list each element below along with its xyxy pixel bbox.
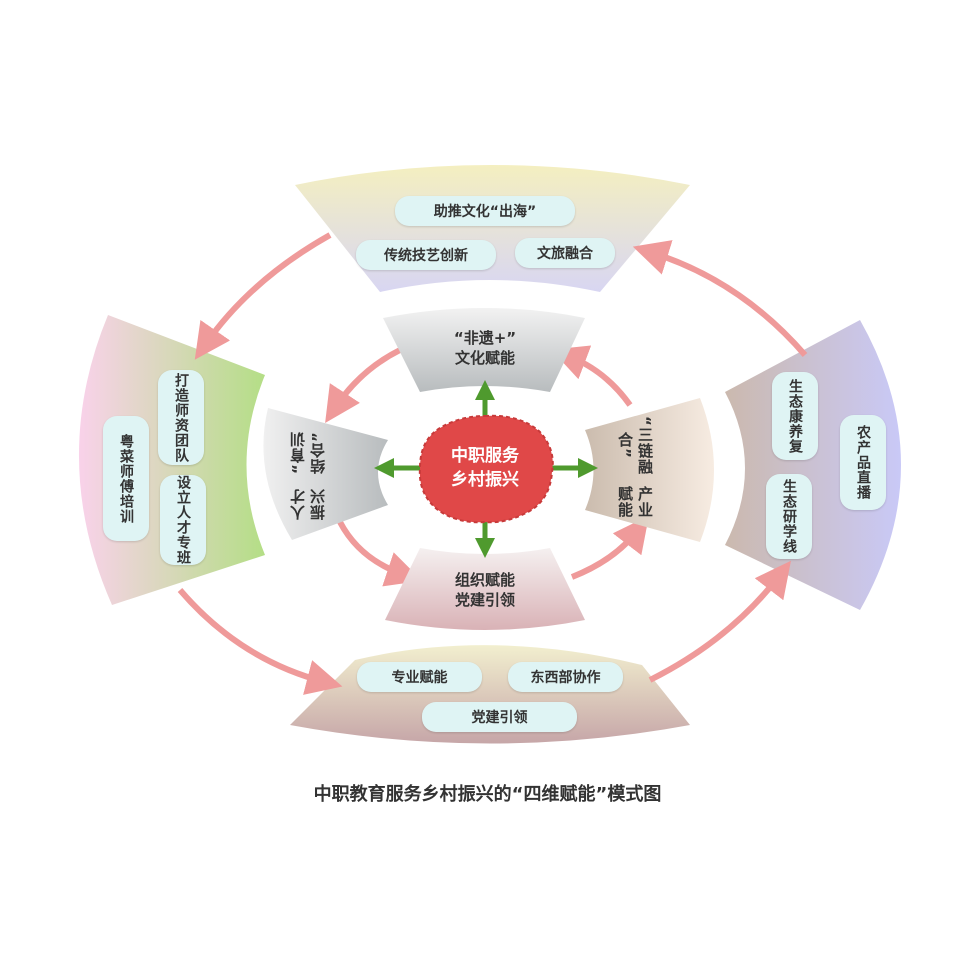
center-blob [418, 414, 554, 524]
diagram-title: 中职教育服务乡村振兴的“四维赋能”模式图 [313, 784, 662, 805]
cycle-arrow [177, 588, 343, 695]
outer-top-band [295, 165, 690, 292]
outer-top-item: 传统技艺创新 [356, 240, 496, 270]
inner-top-label: “非遗+” 文化赋能 [420, 328, 550, 368]
outer-bottom-item: 专业赋能 [357, 662, 482, 692]
inner-left-sector [263, 408, 388, 540]
cycle-arrow [648, 560, 791, 683]
inner-cycle-arrow [325, 347, 402, 424]
label-line: “育训结合” [289, 431, 327, 475]
inner-left-label: 人才振兴 “育训结合” [288, 425, 328, 525]
inner-cycle-arrow [570, 515, 649, 580]
label-line: 党建引领 [454, 591, 515, 609]
inner-cycle-arrow [551, 345, 633, 407]
label-line: 人才振兴 [289, 488, 327, 521]
outer-left-item: 粤菜师傅培训 [103, 416, 149, 541]
outer-right-item: 生态研学线 [766, 474, 812, 559]
inner-bottom-label: 组织赋能党建引领 [420, 570, 550, 610]
cycle-arrow [632, 240, 808, 357]
inner-bottom-sector [385, 548, 585, 630]
label-line: 组织赋能 [454, 571, 515, 589]
outer-top-item: 助推文化“出海” [395, 196, 575, 226]
center-line1: 中职服务 [451, 446, 519, 466]
cycle-arrow [194, 232, 332, 360]
outer-bottom-item: 东西部协作 [508, 662, 623, 692]
center-line2: 乡村振兴 [451, 470, 519, 490]
center-label: 中职服务 乡村振兴 [420, 420, 550, 516]
label-line: “非遗+” [453, 329, 517, 347]
inner-top-sector [383, 308, 585, 392]
label-line: 产业赋能 [616, 485, 654, 518]
inner-cycle-arrow [337, 520, 423, 587]
label-line: 文化赋能 [454, 349, 515, 367]
outer-right-item: 农产品直播 [840, 415, 886, 510]
outer-left-item: 打造师资团队 [158, 370, 204, 465]
outer-top-item: 文旅融合 [515, 238, 615, 268]
inner-right-sector [585, 398, 714, 542]
outer-left-item: 设立人才专班 [160, 475, 206, 565]
inner-right-label: “三链融合” 产业赋能 [615, 415, 655, 525]
outer-bottom-item: 党建引领 [422, 702, 577, 732]
label-line: “三链融合” [616, 416, 654, 476]
outer-right-item: 生态康养复 [772, 372, 818, 460]
